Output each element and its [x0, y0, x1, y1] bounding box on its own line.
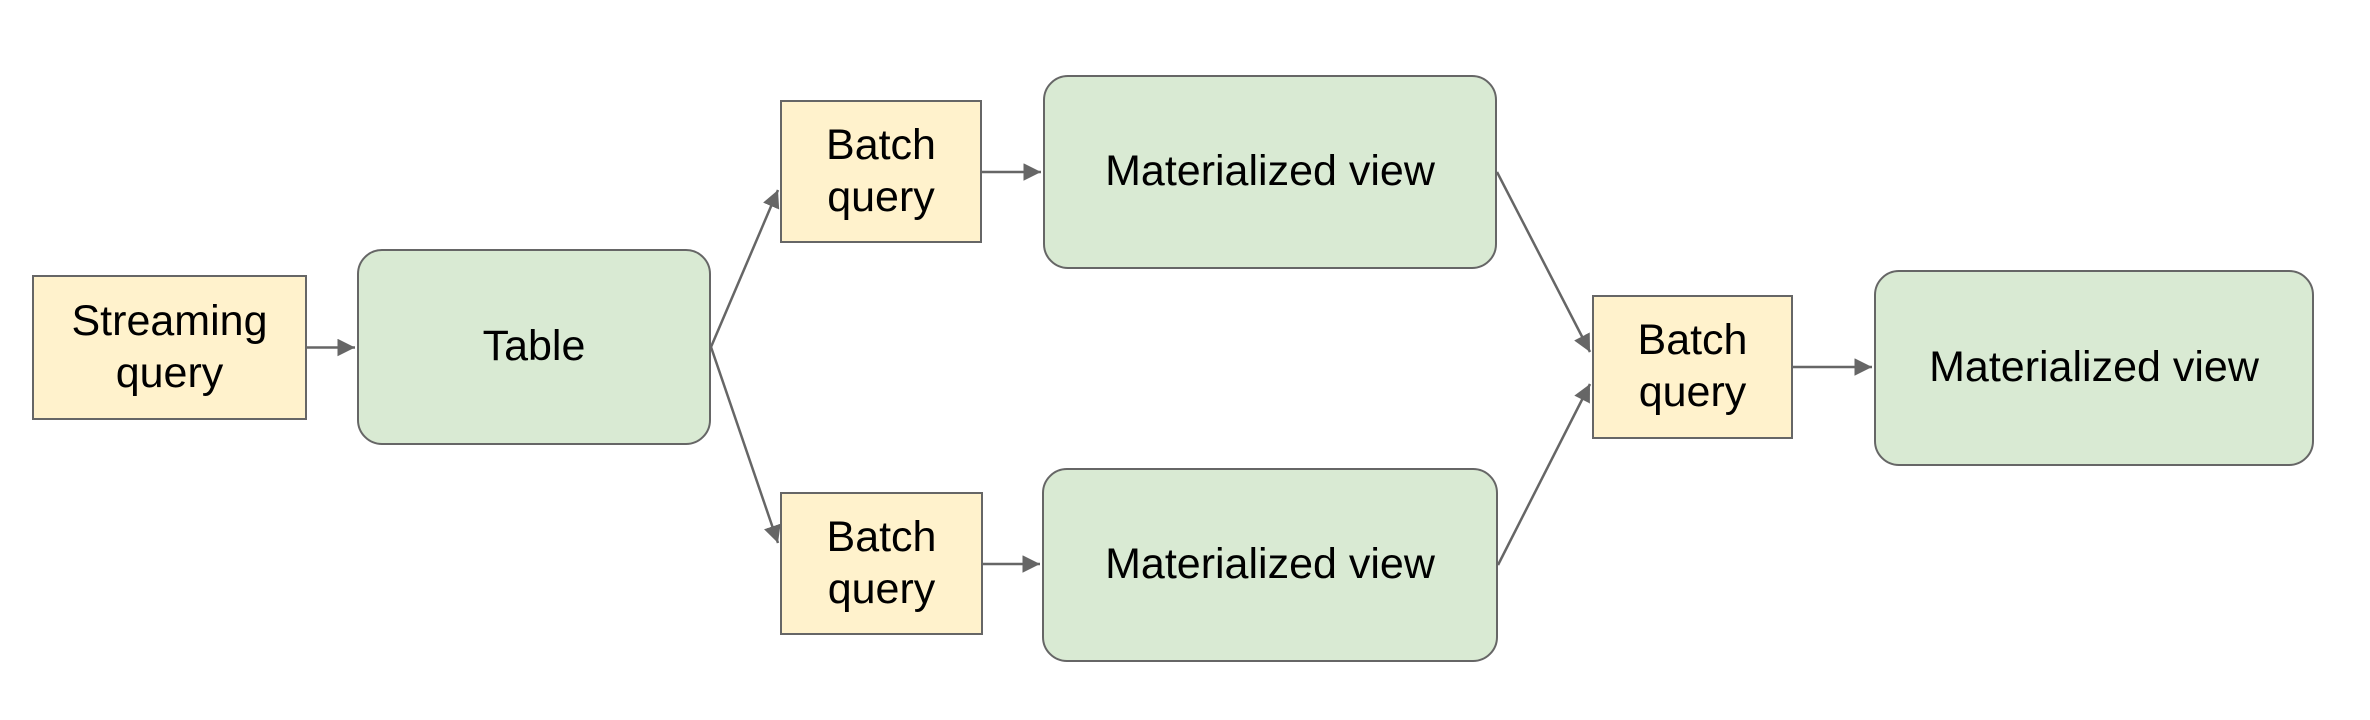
node-materialized-view-right-label: Materialized view: [1929, 343, 2259, 392]
node-streaming-query-label: Streaming query: [71, 296, 268, 397]
node-materialized-view-bottom-label: Materialized view: [1105, 540, 1435, 589]
node-table: Table: [357, 249, 711, 445]
node-table-label: Table: [482, 322, 586, 371]
node-materialized-view-bottom: Materialized view: [1042, 468, 1498, 662]
node-batch-query-top: Batch query: [780, 100, 982, 243]
node-batch-query-right-label: Batch query: [1637, 316, 1748, 416]
node-materialized-view-right: Materialized view: [1874, 270, 2314, 466]
edge-materialized-view-bottom-to-batch-query-right-arrow: [1496, 383, 1592, 566]
edge-materialized-view-top-to-batch-query-right-arrow: [1495, 171, 1592, 353]
node-batch-query-right: Batch query: [1592, 295, 1793, 439]
node-batch-query-bottom: Batch query: [780, 492, 983, 635]
node-materialized-view-top-label: Materialized view: [1105, 147, 1435, 196]
node-batch-query-bottom-label: Batch query: [826, 512, 937, 613]
node-batch-query-top-label: Batch query: [826, 120, 936, 221]
node-materialized-view-top: Materialized view: [1043, 75, 1497, 269]
node-streaming-query: Streaming query: [32, 275, 307, 420]
edge-table-to-batch-query-top-arrow: [709, 189, 780, 348]
edge-table-to-batch-query-bottom-arrow: [709, 346, 781, 544]
